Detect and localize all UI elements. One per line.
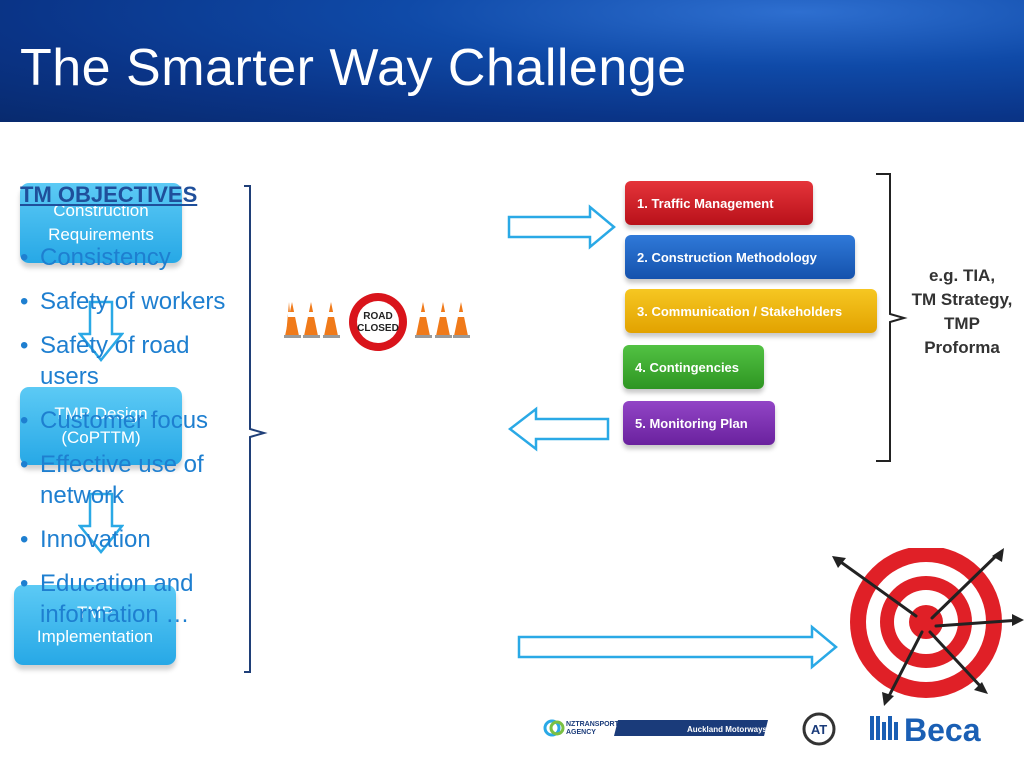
title-banner: The Smarter Way Challenge <box>0 0 1024 122</box>
note-line: TMP <box>944 314 980 333</box>
nzta-logo-line-2: AGENCY <box>566 729 596 736</box>
objectives-heading: TM OBJECTIVES <box>20 182 198 207</box>
objective-item: Effective use of network <box>20 449 250 511</box>
left-arrow-icon <box>507 406 610 452</box>
box-line: Construction <box>53 201 149 220</box>
tmp-item-monitoring-plan: 5. Monitoring Plan <box>623 401 775 445</box>
tmp-item-label: 1. Traffic Management <box>637 195 774 211</box>
road-closed-cones-icon: ROAD CLOSED <box>284 293 470 351</box>
sign-line-2: CLOSED <box>357 323 399 334</box>
note-line: Proforma <box>924 338 1000 357</box>
tmp-item-label: 4. Contingencies <box>635 359 740 375</box>
tmp-item-construction-methodology: 2. Construction Methodology <box>625 235 855 279</box>
tmp-item-label: 2. Construction Methodology <box>637 249 817 265</box>
beca-logo-icon: Beca <box>870 712 981 746</box>
objective-item: Safety of road users <box>20 330 250 392</box>
nzta-logo-icon: NZTRANSPORT AGENCY Auckland Motorways <box>543 719 768 737</box>
sign-line-1: ROAD <box>363 311 392 322</box>
objectives-bracket-icon <box>244 185 268 673</box>
objective-item: Education and information … <box>20 568 250 630</box>
tmp-item-traffic-management: 1. Traffic Management <box>625 181 813 225</box>
tmp-item-label: 5. Monitoring Plan <box>635 415 748 431</box>
tmp-item-contingencies: 4. Contingencies <box>623 345 764 389</box>
objective-item: Consistency <box>20 242 250 273</box>
page-title: The Smarter Way Challenge <box>20 39 687 97</box>
beca-logo-text: Beca <box>904 712 981 746</box>
target-with-arrows-icon <box>832 548 1024 706</box>
objective-item: Innovation <box>20 524 250 555</box>
tmp-item-communication: 3. Communication / Stakeholders <box>625 289 877 333</box>
tmp-item-label: 3. Communication / Stakeholders <box>637 303 843 319</box>
examples-note: e.g. TIA, TM Strategy, TMP Proforma <box>898 264 1024 360</box>
nzta-logo-line-1: NZTRANSPORT <box>566 721 620 728</box>
at-logo-text: AT <box>811 722 827 737</box>
objectives-list: Consistency Safety of workers Safety of … <box>20 242 250 643</box>
right-arrow-icon <box>507 204 616 250</box>
box-line: Requirements <box>48 225 154 244</box>
long-right-arrow-icon <box>517 624 838 670</box>
box-line: Implementation <box>36 627 154 646</box>
note-line: TM Strategy, <box>911 290 1013 309</box>
tmp-items-bracket-icon <box>876 173 908 462</box>
auckland-motorways-text: Auckland Motorways <box>687 725 768 734</box>
objective-item: Customer focus <box>20 405 250 436</box>
note-line: e.g. TIA, <box>928 266 996 285</box>
at-logo-icon: AT <box>802 712 836 746</box>
objective-item: Safety of workers <box>20 286 250 317</box>
